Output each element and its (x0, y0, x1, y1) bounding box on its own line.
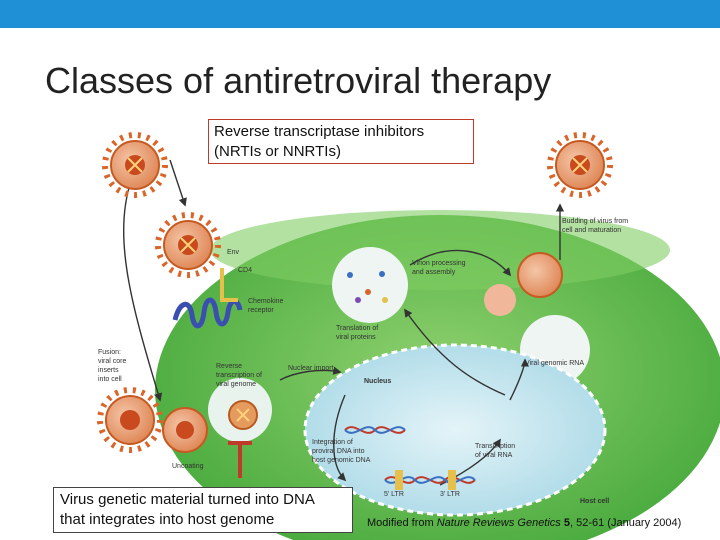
nucleus (303, 343, 607, 517)
virus-particle-top-left (102, 132, 168, 198)
rt-callout-line2: (NRTIs or NNRTIs) (214, 143, 341, 160)
label-fusion-4: into cell (98, 376, 122, 383)
cd4-receptor (220, 268, 238, 302)
int-callout-line2: that integrates into host genome (60, 511, 275, 528)
label-nuclear-import: Nuclear import (288, 365, 334, 372)
virus-particle-fusion (97, 387, 163, 453)
label-integration-3: host genomic DNA (312, 457, 371, 464)
label-translation-1: Translation of (336, 325, 378, 332)
credit-volume: 5 (563, 517, 570, 529)
credit-prefix: Modified from (367, 517, 437, 529)
label-chemokine-2: receptor (248, 307, 274, 314)
credit-pages: , 52-61 (January 2004) (570, 517, 682, 529)
label-nucleus: Nucleus (364, 378, 391, 385)
proviral-dna (344, 426, 476, 490)
label-virion-2: and assembly (412, 269, 456, 276)
inhibitor-t-marker (228, 441, 252, 478)
top-accent-bar (0, 0, 720, 28)
label-fusion-3: inserts (98, 367, 119, 374)
rt-callout-line1: Reverse transcriptase inhibitors (214, 123, 425, 140)
virus-particle-mature (547, 132, 613, 198)
label-rt-3: viral genome (216, 381, 256, 388)
label-cd4: CD4 (238, 267, 252, 274)
label-env: Env (227, 249, 240, 256)
label-integration-2: proviral DNA into (312, 448, 365, 455)
virus-particle-budding (484, 252, 563, 316)
label-budding-1: Budding of virus from (562, 218, 628, 225)
label-fusion-2: viral core (98, 358, 127, 365)
label-fusion-1: Fusion: (98, 349, 121, 356)
int-callout-line1: Virus genetic material turned into DNA (60, 491, 315, 508)
assembly-vesicle (332, 247, 408, 323)
virus-particle-uncoating (162, 407, 208, 453)
label-chemokine-1: Chemokine (248, 298, 284, 305)
label-rt-1: Reverse (216, 363, 242, 370)
label-ltr3: 3' LTR (440, 491, 460, 498)
slide-title: Classes of antiretroviral therapy (45, 60, 552, 101)
label-host-cell: Host cell (580, 498, 609, 505)
label-transcription-1: Transcription (475, 443, 515, 450)
label-viral-genomic-rna: Viral genomic RNA (525, 360, 584, 367)
label-translation-2: viral proteins (336, 334, 376, 341)
diagram-labels: Env CD4 Chemokine receptor Fusion: viral… (98, 218, 628, 505)
credit-journal: Nature Reviews Genetics (436, 517, 561, 529)
label-uncoating: Uncoating (172, 463, 204, 470)
lifecycle-arrows (122, 159, 565, 486)
label-ltr5: 5' LTR (384, 491, 404, 498)
integration-callout: Virus genetic material turned into DNA t… (53, 487, 353, 533)
label-rt-2: transcription of (216, 372, 262, 379)
virus-particle-binding (155, 212, 221, 278)
rt-inhibitor-callout: Reverse transcriptase inhibitors (NRTIs … (208, 119, 474, 164)
label-virion-1: Virion processing (412, 260, 466, 267)
viral-protein-dots (347, 271, 388, 303)
source-credit: Modified from Nature Reviews Genetics 5,… (367, 517, 681, 529)
label-budding-2: cell and maturation (562, 227, 621, 234)
chemokine-receptor-coil (172, 297, 243, 329)
label-integration-1: Integration of (312, 439, 353, 446)
label-transcription-2: of viral RNA (475, 452, 513, 459)
viral-core-rt (228, 400, 258, 430)
